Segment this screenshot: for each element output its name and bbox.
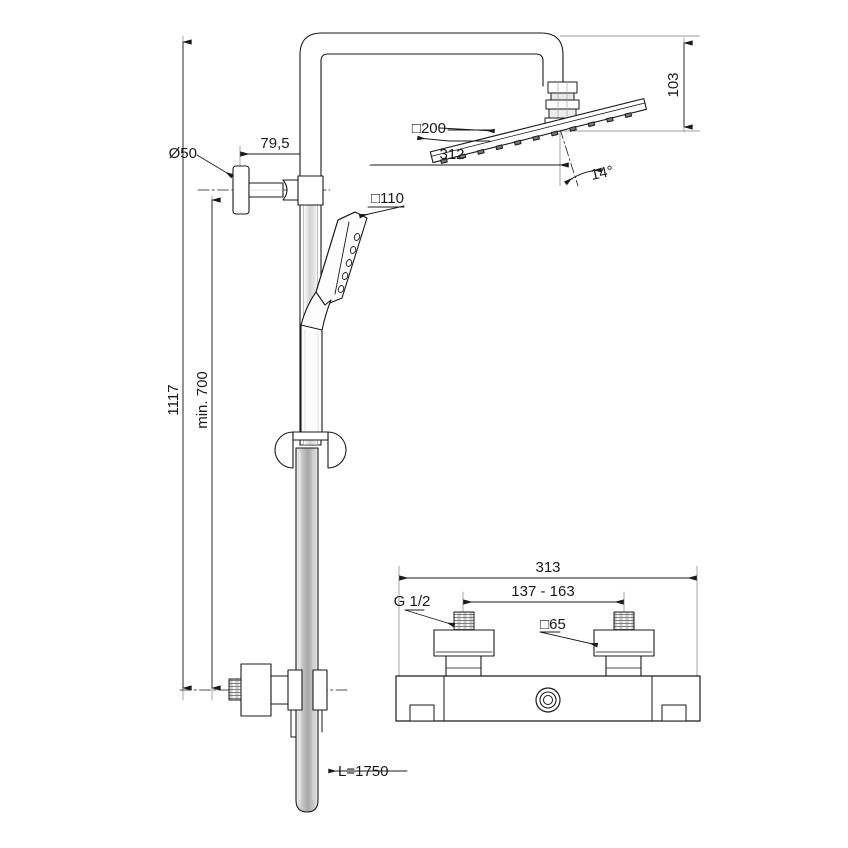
label-wall-plate-dia: Ø50 <box>169 145 197 162</box>
label-inlet-thread: G 1/2 <box>394 593 431 610</box>
leader-lines <box>196 127 599 774</box>
label-inlet-cover-size: □65 <box>540 616 566 633</box>
overhead-shower-head <box>429 98 647 164</box>
label-head-height: 103 <box>665 72 682 97</box>
label-head-projection: 312 <box>439 146 464 163</box>
label-hose-length: L=1750 <box>338 763 388 780</box>
leader-200 <box>417 135 491 142</box>
wall-bracket <box>232 165 324 215</box>
label-height-1117: 1117 <box>165 384 182 415</box>
shower-hose <box>295 447 319 813</box>
thermostatic-mixer <box>395 575 701 722</box>
hand-shower-holder <box>274 431 347 469</box>
label-inlet-spacing: 137 - 163 <box>511 583 574 600</box>
label-head-size: □200 <box>412 120 446 137</box>
label-head-angle: 14° <box>589 163 615 184</box>
label-hand-shower-size: □110 <box>371 190 404 207</box>
dimension-texts: 1117 min. 700 79,5 Ø50 312 103 □200 14° … <box>165 72 682 780</box>
dim-head-angle <box>559 128 602 187</box>
hand-shower <box>300 211 368 441</box>
label-min-height: min. 700 <box>194 371 211 429</box>
label-thermo-width: 313 <box>535 559 560 576</box>
label-wall-offset: 79,5 <box>260 135 289 152</box>
water-outlet-elbow <box>228 663 328 738</box>
